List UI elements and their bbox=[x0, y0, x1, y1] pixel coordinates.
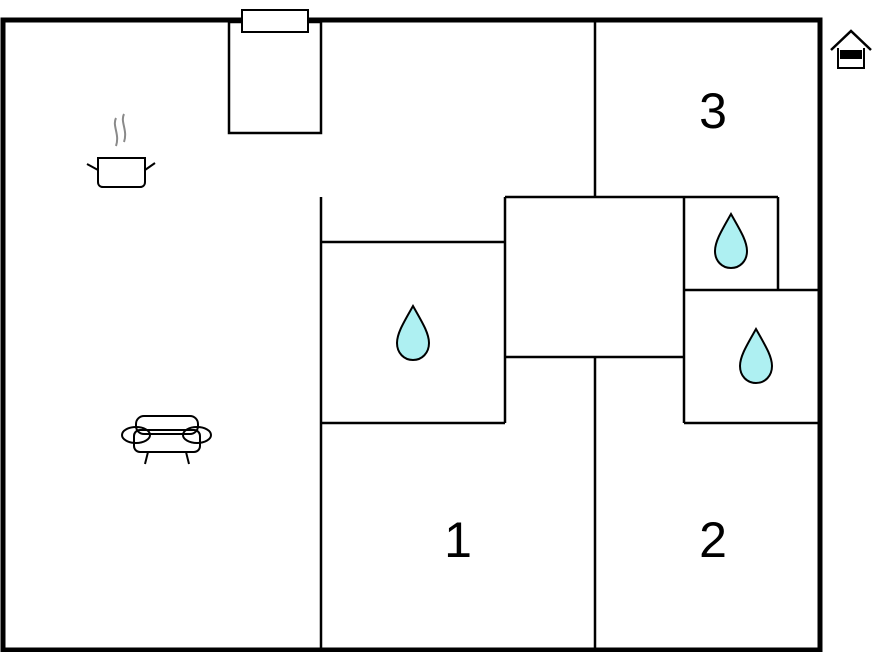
water-drop-icon bbox=[738, 326, 774, 385]
sofa-icon bbox=[121, 415, 212, 465]
house-entrance-icon bbox=[830, 29, 872, 69]
water-drop-icon bbox=[713, 211, 749, 270]
interior-walls bbox=[319, 22, 818, 650]
water-drop-icon bbox=[395, 303, 431, 362]
room-number-2: 2 bbox=[699, 512, 727, 568]
chimney bbox=[241, 9, 309, 33]
cooking-pot-icon bbox=[86, 113, 156, 188]
room-number-3: 3 bbox=[699, 83, 727, 139]
fireplace-block bbox=[227, 20, 323, 135]
outer-wall bbox=[0, 17, 823, 652]
room-number-1: 1 bbox=[444, 512, 472, 568]
